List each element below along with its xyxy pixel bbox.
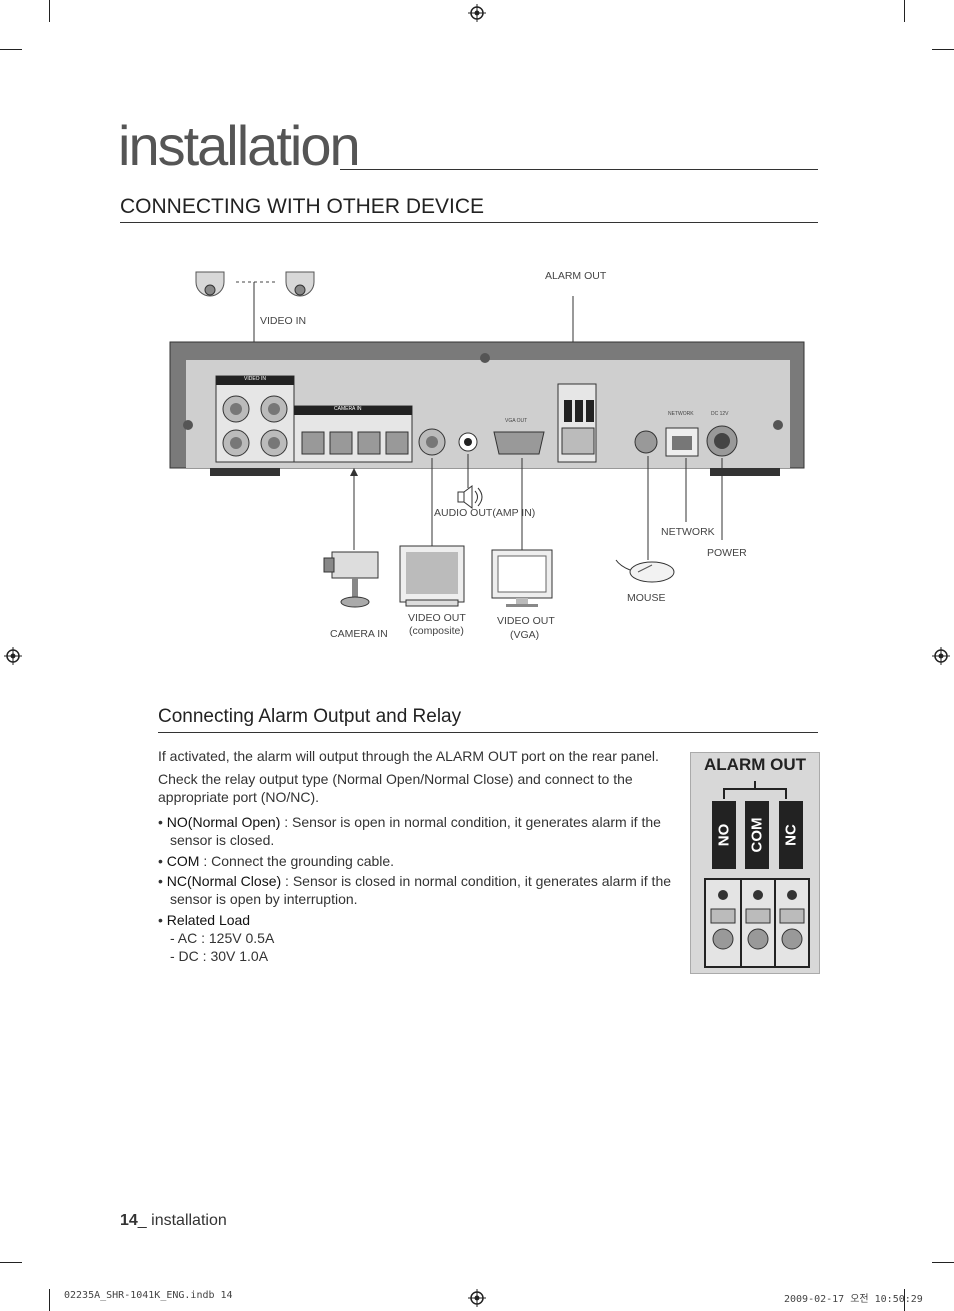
bullet-term: NO(Normal Open) — [166, 814, 281, 830]
alarm-out-panel: ALARM OUT NO COM NC — [690, 752, 820, 974]
crop-mark — [932, 1262, 954, 1263]
bullet-related-load: • Related Load — [158, 912, 251, 928]
chapter-title: installation — [118, 114, 361, 177]
crop-mark — [904, 0, 905, 22]
paragraph-1: If activated, the alarm will output thro… — [158, 748, 659, 764]
label-video-out-composite: VIDEO OUT — [408, 612, 466, 624]
paragraph-2-line-1: Check the relay output type (Normal Open… — [158, 771, 633, 787]
alarm-pin-no: NO — [712, 801, 736, 869]
label-audio-out: AUDIO OUT(AMP IN) — [434, 507, 536, 519]
label-video-in: VIDEO IN — [260, 315, 307, 327]
page-number: 14 — [120, 1212, 138, 1229]
slug-right: 2009-02-17 오전 10:50:29 — [784, 1294, 923, 1305]
load-ac: - AC : 125V 0.5A — [170, 930, 275, 946]
registration-mark-icon — [468, 1289, 486, 1307]
alarm-pin-nc: NC — [779, 801, 803, 869]
section-rule — [120, 222, 818, 223]
composite-monitor-icon — [399, 545, 465, 607]
registration-mark-icon — [4, 647, 22, 665]
panel-label-dc: DC 12V — [711, 411, 729, 417]
bullet-no: • NO(Normal Open) : Sensor is open in no… — [158, 814, 661, 830]
slug-left: 02235A_SHR-1041K_ENG.indb 14 — [64, 1290, 233, 1301]
bullet-text: : Connect the grounding cable. — [199, 853, 395, 869]
registration-mark-icon — [932, 647, 950, 665]
crop-mark — [49, 0, 50, 22]
crop-mark — [904, 1289, 905, 1311]
subsection-rule — [158, 732, 818, 733]
subsection-title: Connecting Alarm Output and Relay — [158, 706, 462, 727]
label-camera-in: CAMERA IN — [330, 628, 388, 640]
alarm-pin-com: COM — [745, 801, 769, 869]
panel-label-vga-out: VGA OUT — [505, 418, 528, 424]
bullet-no-continuation: sensor is closed. — [170, 832, 275, 848]
label-power: POWER — [707, 547, 747, 559]
chapter-rule — [340, 169, 818, 170]
load-dc: - DC : 30V 1.0A — [170, 948, 269, 964]
alarm-out-title: ALARM OUT — [704, 755, 806, 774]
page-label: _ installation — [137, 1212, 227, 1229]
bullet-nc: • NC(Normal Close) : Sensor is closed in… — [158, 873, 672, 889]
alarm-out-bracket — [704, 781, 810, 968]
panel-label-camera-in: CAMERA IN — [334, 406, 362, 412]
label-network: NETWORK — [661, 526, 715, 538]
bullet-term: COM — [166, 853, 200, 869]
vga-monitor-icon — [491, 549, 553, 607]
paragraph-2-line-2: appropriate port (NO/NC). — [158, 789, 320, 805]
bullet-term: NC(Normal Close) — [166, 873, 282, 889]
speaker-icon — [457, 485, 483, 509]
dome-camera-icon — [285, 271, 315, 297]
box-camera-icon — [323, 551, 379, 608]
panel-label-network: NETWORK — [668, 411, 694, 417]
bullet-term: Related Load — [166, 912, 251, 928]
crop-mark — [932, 49, 954, 50]
bullet-text: : Sensor is open in normal condition, it… — [280, 814, 661, 830]
mouse-icon — [615, 559, 675, 583]
label-video-out-vga-sub: (VGA) — [510, 629, 540, 641]
label-mouse: MOUSE — [627, 592, 666, 604]
connection-diagram — [169, 271, 805, 608]
crop-mark — [49, 1289, 50, 1311]
bullet-text: : Sensor is closed in normal condition, … — [281, 873, 672, 889]
crop-mark — [0, 1262, 22, 1263]
label-alarm-out: ALARM OUT — [545, 270, 607, 282]
label-video-out-vga: VIDEO OUT — [497, 615, 555, 627]
dome-camera-icon — [195, 271, 225, 297]
bullet-com: • COM : Connect the grounding cable. — [158, 853, 395, 869]
panel-label-video-in: VIDEO IN — [244, 376, 266, 382]
page-footer: 14_ installation — [120, 1212, 227, 1230]
section-title: CONNECTING WITH OTHER DEVICE — [120, 195, 485, 218]
bullet-nc-continuation: sensor is open by interruption. — [170, 891, 358, 907]
label-video-out-composite-sub: (composite) — [409, 625, 464, 637]
crop-mark — [0, 49, 22, 50]
registration-mark-icon — [468, 4, 486, 22]
